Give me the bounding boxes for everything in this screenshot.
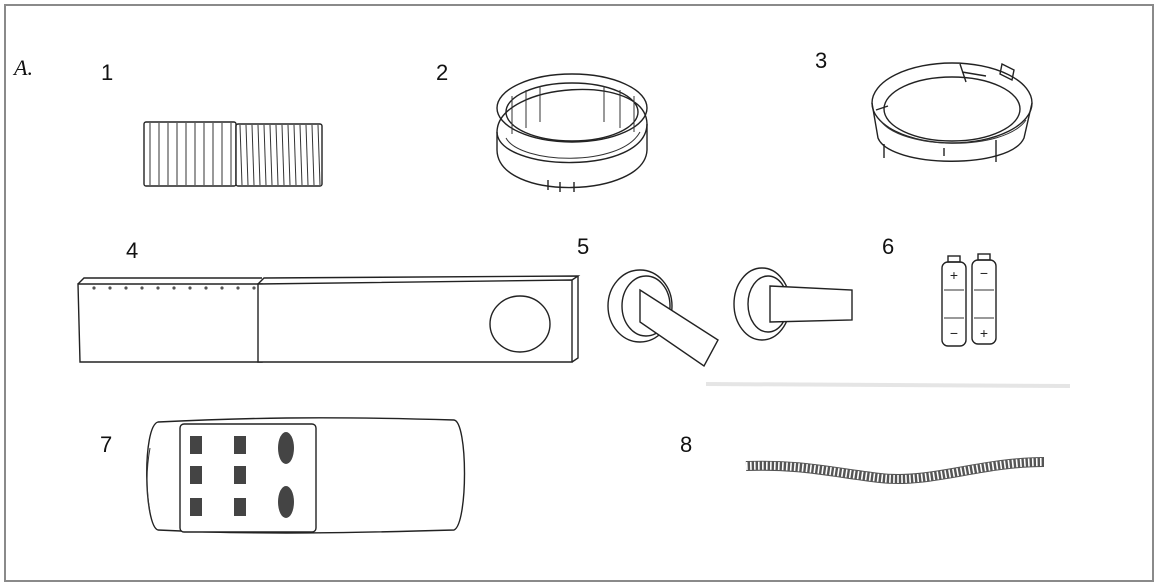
exhaust-hose-icon — [143, 121, 323, 187]
hose-rib — [281, 124, 285, 186]
hose-rib — [269, 124, 273, 186]
slider-hole — [204, 286, 208, 290]
hose-rib — [275, 124, 279, 186]
part-number-1: 1 — [101, 60, 114, 85]
section-label: A. — [14, 55, 33, 80]
slider-hole — [172, 286, 176, 290]
hose-rib — [245, 124, 249, 186]
part-number-3: 3 — [815, 48, 828, 73]
slider-hole — [156, 286, 160, 290]
battery-minus-sign: − — [950, 325, 958, 341]
hose-rib — [311, 124, 315, 186]
slider-hole — [108, 286, 112, 290]
part-number-8: 8 — [680, 432, 693, 457]
part-number-5: 5 — [577, 234, 590, 259]
slider-hole — [220, 286, 224, 290]
slider-hole — [252, 286, 256, 290]
slider-hole — [124, 286, 128, 290]
hose-rib — [251, 124, 255, 186]
hose-rib — [305, 124, 309, 186]
battery-plus-sign-2: + — [980, 325, 988, 341]
remote-control-icon — [146, 417, 466, 534]
battery-minus-sign-2: − — [980, 265, 988, 281]
hose-rib — [299, 124, 303, 186]
hose-rib — [317, 124, 321, 186]
hose-rib — [257, 124, 261, 186]
window-slider-kit-icon — [77, 275, 581, 363]
slider-hole — [92, 286, 96, 290]
window-adapter-ring-icon — [871, 62, 1033, 162]
part-number-7: 7 — [100, 432, 113, 457]
part-number-2: 2 — [436, 60, 449, 85]
slider-hole — [236, 286, 240, 290]
hose-rib — [263, 124, 267, 186]
hose-rib — [287, 124, 291, 186]
batteries-icon — [941, 253, 997, 347]
battery-plus-sign: + — [950, 267, 958, 283]
shadow-strip — [705, 382, 1071, 388]
slider-hole — [140, 286, 144, 290]
hose-connector-ring-icon — [496, 73, 648, 192]
drain-tube-icon — [745, 457, 1045, 484]
slider-hole — [188, 286, 192, 290]
part-number-6: 6 — [882, 234, 895, 259]
part-number-4: 4 — [126, 238, 139, 263]
hose-rib — [239, 124, 243, 186]
window-adapter-nozzle-icon — [607, 267, 853, 368]
hose-rib — [293, 124, 297, 186]
